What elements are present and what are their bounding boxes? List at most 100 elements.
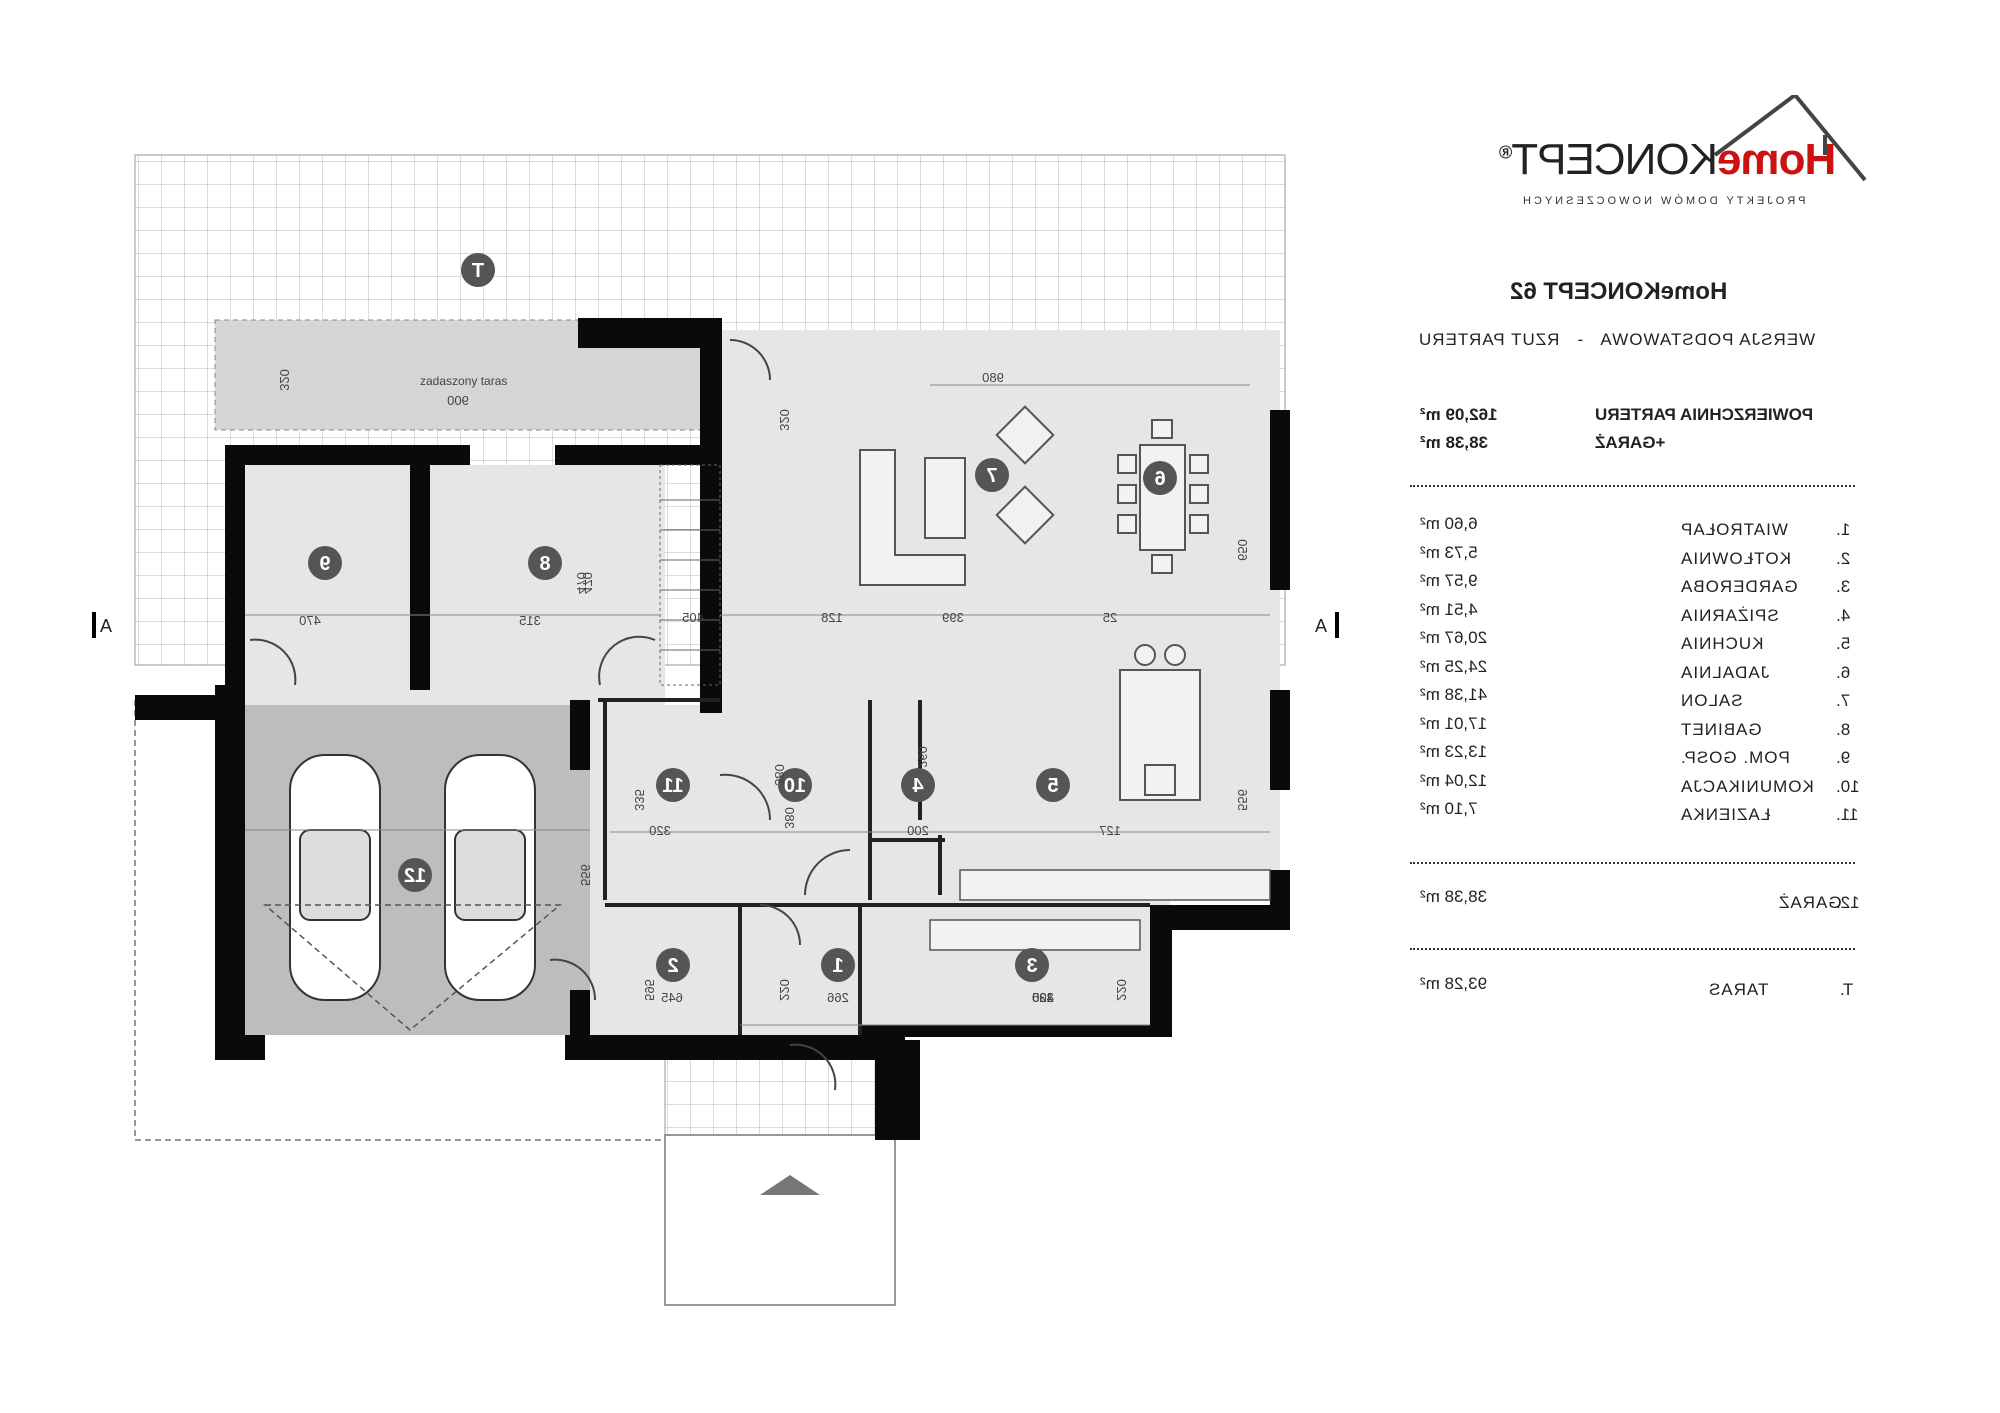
room-marker: 12: [404, 865, 426, 887]
terrace-marker-circle: [461, 253, 495, 287]
section-mark-right: A: [1315, 612, 1339, 638]
room-marker-circle: [975, 458, 1009, 492]
room-marker-circle: [1143, 461, 1177, 495]
room-area: 24,25 m²: [1420, 656, 1488, 676]
section-mark-left: A: [92, 612, 112, 638]
dimension-text: 556: [1235, 789, 1250, 811]
room-number: 5.: [1836, 634, 1851, 653]
room-marker-circle: [778, 768, 812, 802]
dimension-text: 335: [632, 789, 647, 811]
room-area: 38,38 m²: [1420, 887, 1488, 906]
room-area: 12,04 m²: [1420, 770, 1488, 790]
room-marker: 7: [986, 465, 997, 487]
room-area: 41,38 m²: [1420, 685, 1488, 704]
room-number: 4.: [1836, 605, 1851, 625]
room-marker: 1: [832, 955, 843, 977]
room-marker: 11: [662, 775, 683, 797]
room-marker-circle: [656, 768, 690, 802]
brand-logo: [1713, 95, 1867, 182]
room-marker-circle: [821, 948, 855, 982]
dimension-text: 900: [447, 393, 469, 408]
car: [289, 754, 381, 1001]
room-number: 8.: [1836, 719, 1851, 739]
room-name: POM. GOSP.: [1680, 748, 1790, 767]
room-name: JADALNIA: [1680, 662, 1770, 682]
room-name: TARAS: [1708, 980, 1769, 999]
summary-label: POWIERZCHNIA PARTERU: [1595, 405, 1814, 424]
dimension-text: 435: [1032, 990, 1054, 1005]
wardrobe: [929, 919, 1141, 951]
project-subtitle: WERSJA PODSTAWOWA - RZUT PARTERU: [1418, 330, 1816, 349]
room-name: GARDEROBA: [1680, 577, 1798, 596]
partitions: [598, 698, 1150, 1035]
dimension-text: 470: [299, 613, 321, 628]
room-number: T.: [1840, 980, 1854, 999]
project-title: HomeKONCEPT 62: [1510, 278, 1728, 305]
kitchen-counter: [959, 869, 1271, 901]
dimension-text: 315: [519, 613, 541, 628]
dimension-text: 266: [827, 990, 849, 1005]
dimension-text: 595: [642, 979, 657, 1001]
room-number: 3.: [1836, 577, 1851, 596]
dimension-text: 380: [782, 807, 797, 829]
room-area: 7,10 m²: [1420, 799, 1478, 818]
separator: [1410, 485, 1855, 487]
roof-outline: [134, 700, 665, 1141]
room-area: 93,28 m²: [1420, 974, 1488, 993]
room-marker-circle: [901, 768, 935, 802]
armchair: [995, 405, 1055, 465]
doors: [249, 339, 851, 1091]
covered-terrace-label: zadaszony taras: [420, 374, 507, 388]
terrace-marker: T: [472, 260, 484, 282]
room-name: GABINET: [1680, 719, 1762, 739]
car: [444, 754, 536, 1001]
room-name: ŁAZIENKA: [1680, 805, 1771, 824]
entrance-path: [664, 1134, 896, 1306]
room-marker: 2: [667, 955, 678, 977]
dimension-text: 200: [907, 823, 929, 838]
room-area: 17,01 m²: [1420, 713, 1488, 733]
room-marker-circle: [308, 546, 342, 580]
room-marker-circle: [656, 948, 690, 982]
dimension-text: 470: [580, 572, 595, 594]
floor-left: [245, 465, 665, 705]
brand-wordmark: HomeKONCEPT®: [1500, 135, 1836, 185]
dimension-text: 25: [1103, 610, 1117, 625]
room-name: KUCHNIA: [1680, 634, 1764, 653]
dimension-text: 260: [915, 746, 930, 768]
dimension-text: 405: [682, 610, 704, 625]
summary-value: 38,38 m²: [1420, 433, 1489, 452]
walls: [135, 318, 1290, 1140]
dimension-text: 650: [1235, 539, 1250, 561]
summary-label: +GARAŻ: [1595, 433, 1666, 452]
room-number: 9.: [1836, 748, 1851, 767]
room-marker: 3: [1026, 955, 1037, 977]
stairs: [659, 464, 721, 686]
dimension-text: 320: [277, 369, 292, 391]
room-marker-circle: [1015, 948, 1049, 982]
room-area: 20,67 m²: [1420, 628, 1488, 647]
room-name: WIATROŁAP: [1680, 520, 1788, 539]
room-area: 9,57 m²: [1420, 571, 1478, 590]
room-marker: 8: [539, 553, 550, 575]
separator: [1410, 862, 1855, 864]
room-area: 13,23 m²: [1420, 742, 1488, 761]
brand-reg: ®: [1500, 142, 1513, 163]
brand-home: Home: [1717, 135, 1837, 184]
dimension-text: 220: [777, 979, 792, 1001]
room-name: GARAŻ: [1778, 893, 1842, 912]
dimension-text: 127: [1099, 823, 1121, 838]
section-label-right: A: [1315, 616, 1327, 636]
room-area: 6,60 m²: [1420, 514, 1478, 533]
dimension-text: 470: [574, 572, 589, 594]
entrance-arrow-icon: [760, 1175, 820, 1195]
garage-door-swing: [262, 904, 563, 1031]
room-marker: 5: [1047, 775, 1058, 797]
room-number: 6.: [1836, 662, 1851, 682]
room-name: KOMUNIKACJA: [1680, 776, 1814, 796]
sofa: [859, 449, 966, 586]
room-number: 10.: [1836, 776, 1860, 796]
